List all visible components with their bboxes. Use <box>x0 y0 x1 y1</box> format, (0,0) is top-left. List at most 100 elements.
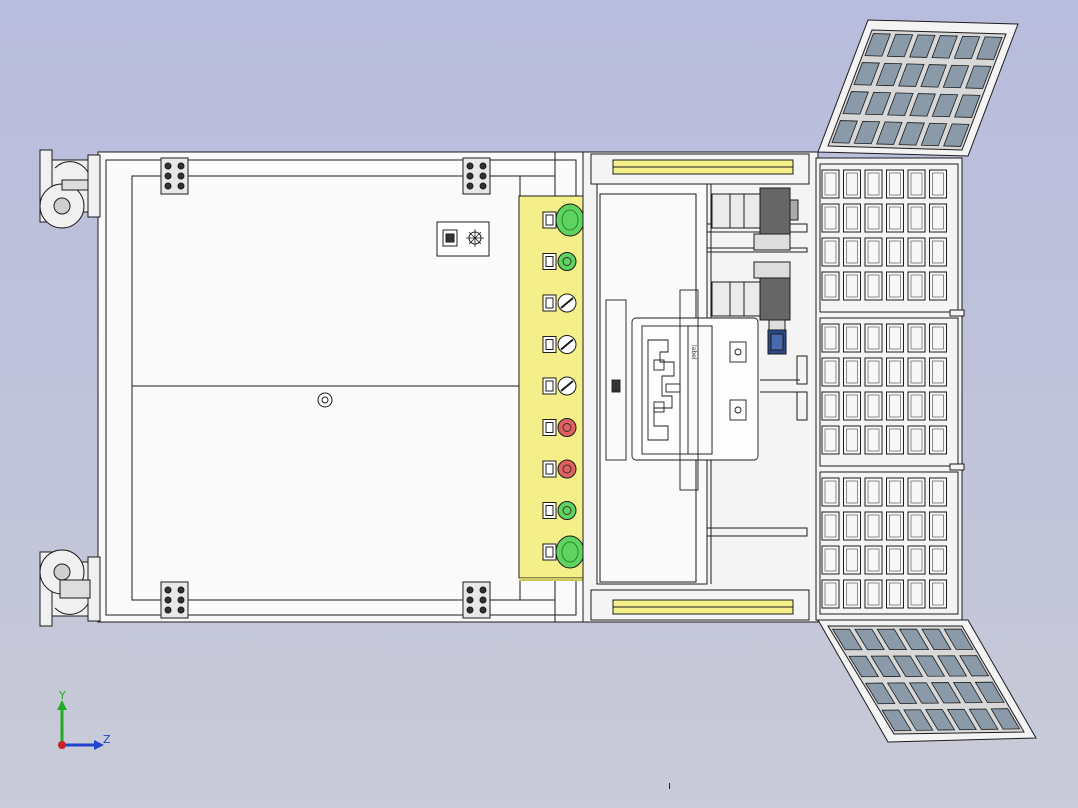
window-pane <box>886 357 904 387</box>
caster-bottom-left <box>39 549 101 627</box>
flap-pane <box>881 709 912 732</box>
window-pane <box>907 271 926 301</box>
warning-label <box>436 221 490 257</box>
window-pane <box>821 391 840 421</box>
flap-pane <box>920 122 948 147</box>
caster-top-left <box>39 149 101 229</box>
flap-pane <box>886 33 914 58</box>
window-pane <box>821 357 840 387</box>
window-pane <box>929 271 947 301</box>
flap-top-cells <box>831 33 1003 147</box>
window-pane <box>886 237 904 267</box>
flap-pane <box>864 682 896 705</box>
control-button-pilot-green[interactable] <box>542 501 577 520</box>
mouse-cursor-glyph: ı <box>668 779 671 792</box>
flap-pane <box>898 628 930 650</box>
coordinate-triad: Y Z <box>57 689 111 750</box>
window-pane <box>907 425 926 455</box>
window-pane <box>886 511 904 541</box>
window-pane <box>821 203 840 233</box>
flap-pane <box>959 655 990 677</box>
window-pane <box>864 511 883 541</box>
window-pane <box>929 511 947 541</box>
flap-pane <box>853 62 880 86</box>
hinge-top-left <box>160 157 189 195</box>
control-button-selector[interactable] <box>542 335 577 354</box>
window-pane <box>864 579 883 609</box>
window-pane <box>864 357 883 387</box>
window-pane <box>929 391 947 421</box>
window-pane <box>864 425 883 455</box>
control-button-selector[interactable] <box>542 376 577 396</box>
window-pane <box>886 271 904 301</box>
window-pane <box>907 391 926 421</box>
window-pane <box>886 391 904 421</box>
window-pane <box>843 169 861 199</box>
flap-pane <box>943 628 974 650</box>
window-pane <box>907 237 926 267</box>
window-pane <box>864 391 883 421</box>
window-pane <box>821 425 840 455</box>
flap-pane <box>848 655 880 678</box>
window-pane <box>843 391 861 421</box>
flap-pane <box>921 628 952 650</box>
z-axis-label: Z <box>103 733 111 746</box>
test-fixture: label <box>605 289 759 491</box>
flap-pane <box>876 121 903 145</box>
flap-pane <box>914 655 946 677</box>
control-button-pilot-red[interactable] <box>542 418 577 437</box>
right-door-frame <box>815 157 965 621</box>
flap-pane <box>954 94 981 118</box>
window-pane <box>929 357 947 387</box>
window-pane <box>929 477 947 507</box>
window-pane <box>907 357 926 387</box>
window-pane <box>907 511 926 541</box>
window-pane <box>907 477 926 507</box>
flap-pane <box>854 628 885 651</box>
control-button-mushroom-green[interactable] <box>542 203 585 237</box>
window-pane <box>886 323 904 353</box>
flap-pane <box>903 709 934 731</box>
cabinet-body <box>97 151 584 623</box>
control-button-mushroom-green[interactable] <box>542 535 585 569</box>
pneumatic-cylinder-bottom <box>711 261 791 321</box>
window-pane <box>843 579 861 609</box>
window-pane <box>864 203 883 233</box>
window-pane <box>886 169 904 199</box>
flap-pane <box>953 35 981 60</box>
window-pane <box>886 203 904 233</box>
flap-pane <box>887 92 914 116</box>
hinge-bottom-left <box>160 581 189 619</box>
flap-pane <box>920 64 947 88</box>
window-pane <box>843 425 861 455</box>
window-pane <box>843 477 861 507</box>
control-button-column[interactable] <box>542 203 585 569</box>
window-pane <box>843 323 861 353</box>
control-button-pilot-green[interactable] <box>542 252 577 271</box>
window-pane <box>886 477 904 507</box>
window-pane <box>864 323 883 353</box>
window-pane <box>929 237 947 267</box>
window-pane <box>821 579 840 609</box>
flap-pane <box>831 120 858 144</box>
window-pane <box>821 545 840 575</box>
window-pane <box>886 579 904 609</box>
window-pane <box>907 579 926 609</box>
window-pane <box>821 271 840 301</box>
window-pane <box>929 323 947 353</box>
window-pane <box>886 545 904 575</box>
flap-pane <box>942 64 970 89</box>
flap-pane <box>990 708 1021 730</box>
control-button-pilot-red[interactable] <box>542 459 577 479</box>
flap-pane <box>842 91 869 115</box>
flap-pane <box>908 682 940 704</box>
flap-pane <box>870 655 902 677</box>
window-pane <box>907 323 926 353</box>
control-button-selector[interactable] <box>542 293 577 313</box>
svg-text:label: label <box>690 345 697 360</box>
flap-pane <box>875 62 903 87</box>
window-pane <box>864 169 883 199</box>
window-pane <box>843 511 861 541</box>
